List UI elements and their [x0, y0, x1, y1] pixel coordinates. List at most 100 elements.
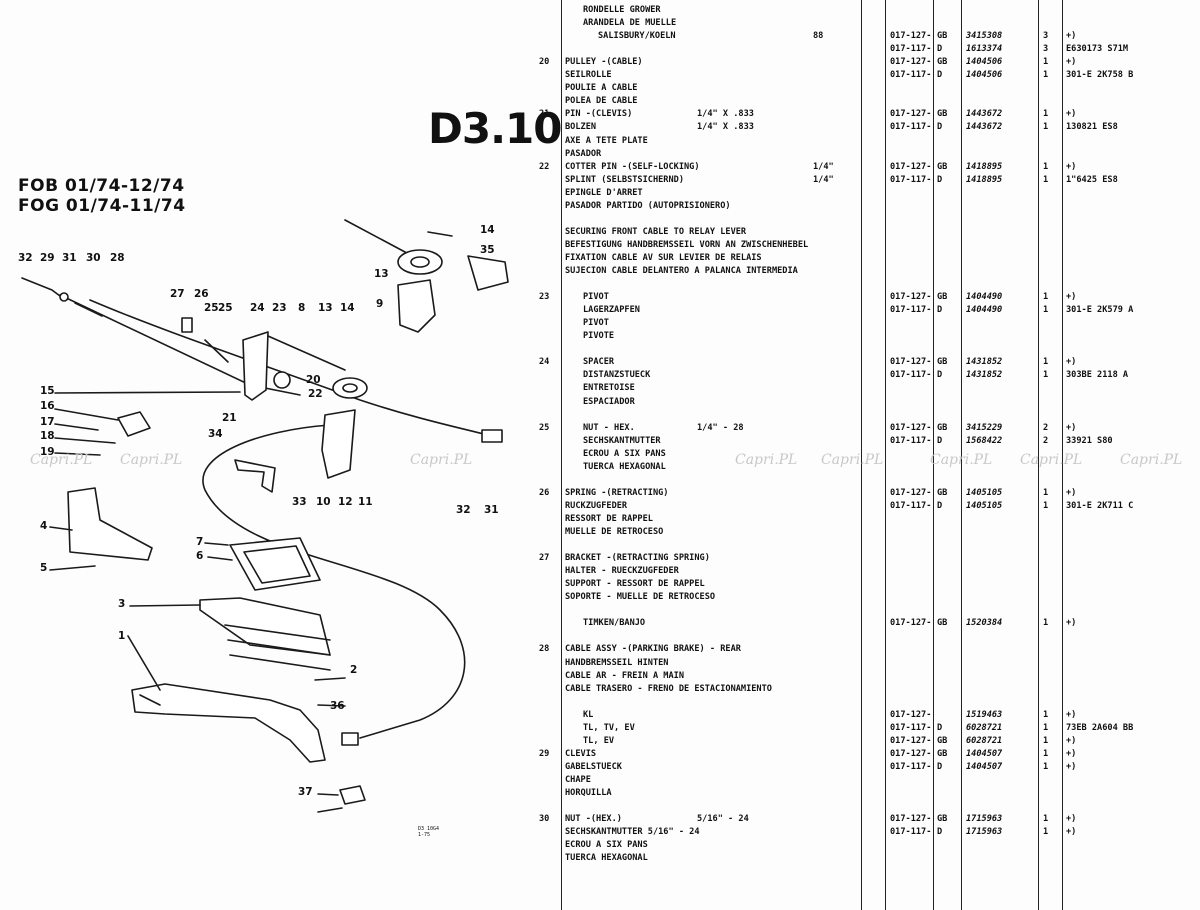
parts-row: HANDBREMSSEIL HINTEN [535, 657, 1200, 670]
cell-desc: ARANDELA DE MUELLE [583, 18, 677, 29]
callout-number: 36 [330, 700, 345, 712]
parts-row [535, 343, 1200, 356]
cell-desc: SUJECION CABLE DELANTERO A PALANCA INTER… [565, 266, 798, 276]
parts-row [535, 213, 1200, 226]
cell-qty: 1 [1043, 500, 1049, 511]
cell-part: 1715963 [966, 814, 1003, 825]
cell-desc: KL [583, 709, 594, 720]
gasket-6 [229, 537, 321, 591]
cell-mod: 017‐127‐ [890, 31, 932, 42]
cell-part: 1404506 [966, 70, 1003, 81]
column-rule [933, 0, 934, 910]
callout-number: 33 [292, 496, 307, 508]
callout-number: 22 [308, 388, 323, 400]
callout-number: 13 [318, 302, 333, 314]
cell-note: +) [1066, 618, 1077, 629]
cell-qty: 1 [1043, 814, 1049, 825]
cell-note: +) [1066, 827, 1077, 838]
cell-note: +) [1066, 292, 1077, 303]
cell-desc: CLEVIS [565, 748, 597, 759]
parts-row: HORQUILLA [535, 787, 1200, 800]
callout-number: 8 [298, 302, 306, 314]
cell-note: 130821 ES8 [1066, 122, 1118, 133]
cell-ctry: D [937, 435, 943, 446]
cell-qty: 1 [1043, 57, 1049, 68]
cell-mod: 017‐127‐ [890, 161, 932, 172]
parts-row: CHAPE [535, 774, 1200, 787]
cell-desc: EPINGLE D'ARRET [565, 187, 643, 198]
cell-mod: 017‐127‐ [890, 292, 932, 303]
parts-row: RESSORT DE RAPPEL [535, 513, 1200, 526]
cell-part: 6028721 [966, 722, 1003, 733]
cell-desc: SECURING FRONT CABLE TO RELAY LEVER [565, 226, 747, 237]
cell-desc: CHAPE [565, 774, 591, 785]
diagram-drawing [21, 219, 509, 813]
watermark: Capri.PL [410, 452, 473, 468]
callout-number: 20 [306, 374, 321, 386]
callout-number: 26 [194, 288, 209, 300]
cell-mod: 017‐127‐ [890, 618, 932, 629]
parts-row: SUJECION CABLE DELANTERO A PALANCA INTER… [535, 265, 1200, 278]
cell-qty: 1 [1043, 827, 1049, 838]
cell-mod: 017‐117‐ [890, 435, 932, 446]
cell-qty: 1 [1043, 122, 1049, 133]
cell-qty: 1 [1043, 722, 1049, 733]
callout-number: 30 [86, 252, 101, 264]
cell-qty: 1 [1043, 370, 1049, 381]
bracket-33 [234, 459, 276, 493]
cell-note: +) [1066, 761, 1077, 772]
cell-mod: 017‐127‐ [890, 422, 932, 433]
callout-number: 3 [118, 598, 126, 610]
cell-desc: SUPPORT ‐ RESSORT DE RAPPEL [565, 579, 705, 590]
column-rule [961, 0, 962, 910]
cell-note: 301‐E 2K758 B [1066, 70, 1134, 81]
callout-number: 10 [316, 496, 331, 508]
cell-mod: 017‐117‐ [890, 70, 932, 81]
cell-desc: PASADOR [565, 148, 602, 159]
cell-mod: 017‐127‐ [890, 748, 932, 759]
cell-mod: 017‐127‐ [890, 814, 932, 825]
parts-row: PIVOTE [535, 330, 1200, 343]
cell-desc: CABLE AR ‐ FREIN A MAIN [565, 670, 684, 681]
cell-note: 303BE 2118 A [1066, 370, 1129, 381]
parts-row [535, 539, 1200, 552]
cell-note: +) [1066, 357, 1077, 368]
cell-part: 1405105 [966, 487, 1003, 498]
cell-desc: RONDELLE GROWER [583, 5, 661, 15]
parts-row: CABLE TRASERO ‐ FRENO DE ESTACIONAMIENTO [535, 683, 1200, 696]
callout-number: 9 [376, 298, 384, 310]
cell-desc: ECROU A SIX PANS [583, 448, 666, 459]
rear-cable [89, 299, 496, 438]
watermark: Capri.PL [821, 452, 884, 468]
parts-row: PASADOR PARTIDO (AUTOPRISIONERO) [535, 200, 1200, 213]
cell-ctry: GB [937, 735, 948, 746]
callout-number: 14 [480, 224, 495, 236]
cell-desc: HANDBREMSSEIL HINTEN [565, 657, 669, 668]
cell-qty: 1 [1043, 161, 1049, 172]
cell-desc: TUERCA HEXAGONAL [583, 461, 666, 472]
cell-desc: POULIE A CABLE [565, 83, 638, 94]
parts-row: RONDELLE GROWER [535, 4, 1200, 17]
parts-row: TUERCA HEXAGONAL [535, 461, 1200, 474]
column-rule [561, 0, 562, 910]
drawing-stamp: D3 10G4 1-75 [418, 826, 439, 838]
parts-row: FIXATION CABLE AV SUR LEVIER DE RELAIS [535, 252, 1200, 265]
parts-row: TUERCA HEXAGONAL [535, 852, 1200, 865]
cell-item: 23 [539, 292, 550, 303]
cell-size: 1/4" X .833 [697, 109, 754, 120]
cell-desc: TUERCA HEXAGONAL [565, 853, 648, 864]
cell-desc: SPACER [583, 357, 615, 368]
cell-part: 3415229 [966, 422, 1003, 433]
cell-mod: 017‐117‐ [890, 305, 932, 316]
cell-ctry: D [937, 122, 943, 133]
